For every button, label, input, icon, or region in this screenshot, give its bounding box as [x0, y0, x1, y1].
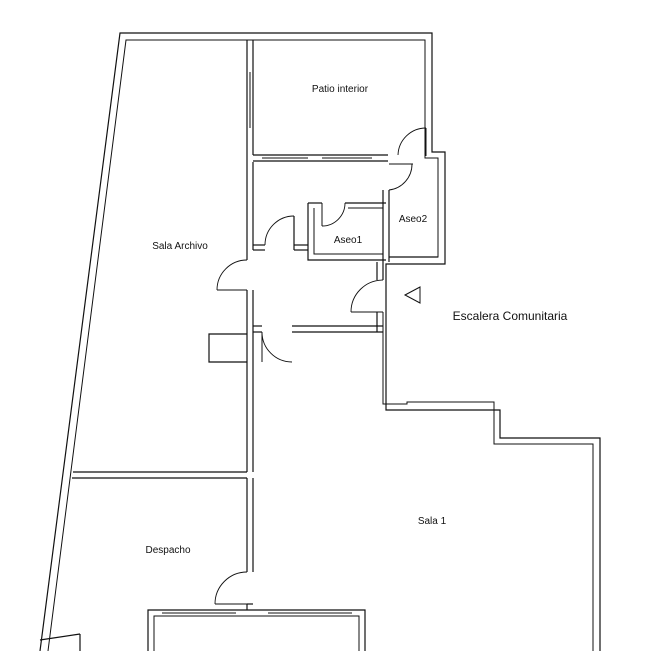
room-label-aseo1: Aseo1 [334, 235, 363, 246]
room-label-aseo2: Aseo2 [399, 214, 428, 225]
room-label-patio-interior: Patio interior [312, 84, 369, 95]
bottom-window-bay [39, 609, 366, 651]
room-label-sala-1: Sala 1 [418, 516, 447, 527]
entrance-arrow-icon [403, 286, 421, 304]
room-label-escalera-comunitaria: Escalera Comunitaria [453, 309, 568, 323]
room-label-sala-archivo: Sala Archivo [152, 241, 208, 252]
doors [214, 127, 427, 605]
interior-walls [72, 40, 438, 610]
room-label-despacho: Despacho [145, 545, 190, 556]
outer-wall [39, 32, 601, 651]
